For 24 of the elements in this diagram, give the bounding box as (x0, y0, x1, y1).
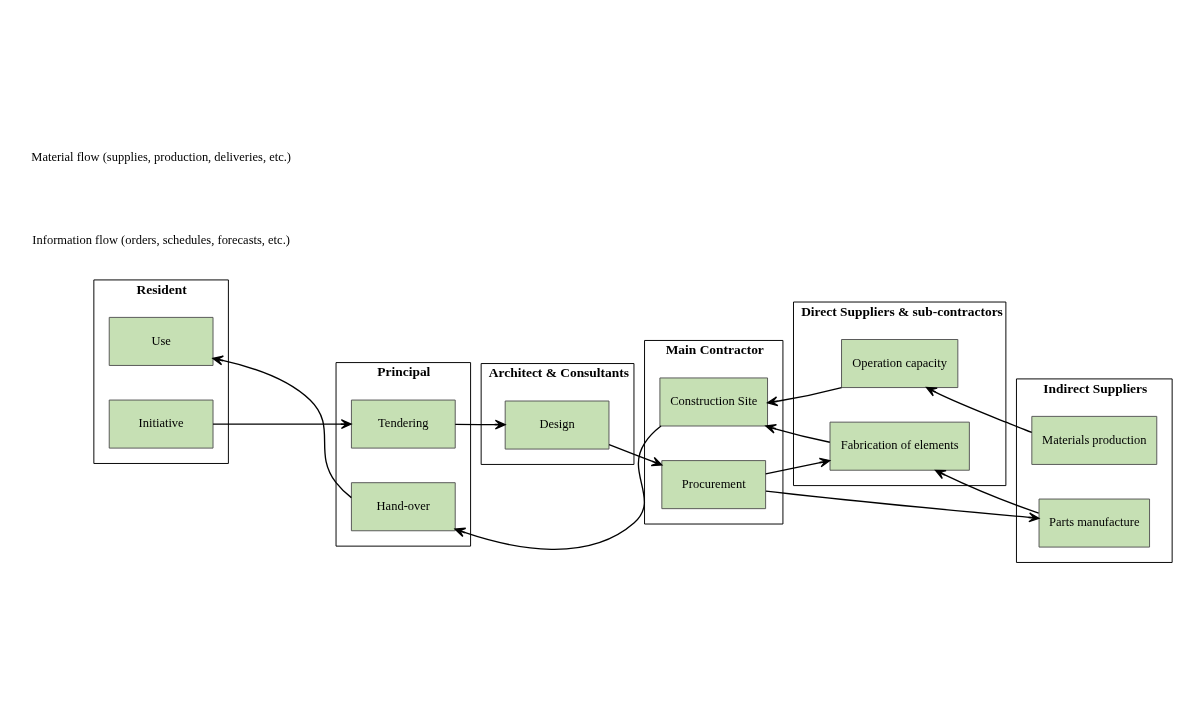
node-box: Procurement (661, 460, 767, 510)
node-box: Fabrication of elements (829, 421, 970, 471)
label: Information flow (orders, schedules, forecasts, etc.) (32, 232, 290, 247)
node-box: Tendering (350, 399, 456, 449)
arrow (212, 419, 352, 430)
label: Material flow (supplies, production, deliveries, etc.) (31, 150, 291, 165)
arrow (765, 490, 1040, 523)
arrow (925, 386, 1033, 434)
arrow (767, 386, 843, 407)
arrow (934, 469, 1040, 514)
arrow (454, 419, 506, 430)
node-box: Parts manufacture (1038, 498, 1151, 548)
arrow (454, 425, 662, 550)
node-box: Use (108, 316, 214, 366)
arrow (212, 355, 353, 499)
node-box: Initiative (108, 399, 214, 449)
arrow (608, 444, 663, 467)
arrow (765, 457, 831, 475)
node-box: Construction Site (659, 377, 769, 427)
node-box: Design (504, 400, 610, 450)
node-box: Materials production (1031, 415, 1158, 465)
arrow (765, 423, 831, 443)
node-box: Hand-over (350, 482, 456, 532)
node-box: Operation capacity (841, 339, 959, 389)
